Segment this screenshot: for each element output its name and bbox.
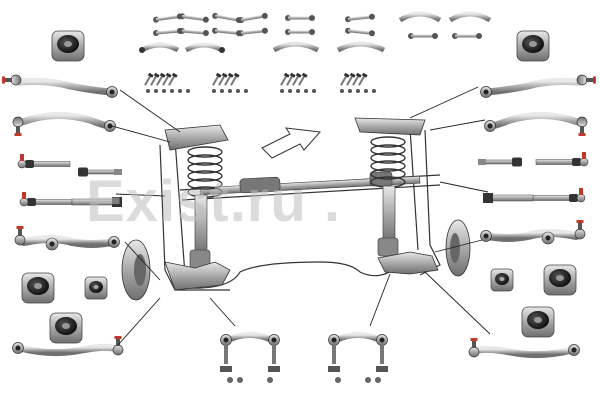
stabilizer-link-right xyxy=(328,332,388,383)
right-bushing-pair-1 xyxy=(490,264,577,296)
left-lower-arm-2 xyxy=(12,335,124,357)
bolt-set-3 xyxy=(278,72,316,93)
right-bushing-top xyxy=(516,30,550,62)
right-tie-rod-assembly xyxy=(483,187,586,203)
link-set-5 xyxy=(398,11,492,39)
right-upper-arm-1 xyxy=(480,74,597,98)
link-set-2 xyxy=(211,12,269,37)
link-set-4 xyxy=(336,13,386,53)
right-inner-tie-rod xyxy=(477,157,523,167)
left-bushing-pair-1 xyxy=(21,272,108,304)
right-lower-arm xyxy=(480,219,586,245)
left-wheel-hub xyxy=(121,239,231,301)
left-bushing-top xyxy=(51,30,85,62)
right-upper-arm-2 xyxy=(484,111,588,137)
left-strut xyxy=(164,124,229,271)
left-upper-arm-2 xyxy=(12,111,116,137)
right-strut xyxy=(354,117,426,257)
link-set-3 xyxy=(272,15,320,53)
left-tie-rod-end xyxy=(17,153,71,169)
bolt-set-4 xyxy=(338,72,376,93)
left-tie-rod-assembly xyxy=(19,191,122,207)
link-set-1 xyxy=(139,12,225,53)
right-bushing-pair-2 xyxy=(521,306,555,338)
left-bushing-pair-2 xyxy=(49,312,83,344)
right-lower-arm-2 xyxy=(468,337,580,359)
bolt-set-1 xyxy=(142,72,190,93)
up-right-arrow-icon xyxy=(261,127,322,159)
stabilizer-link-left xyxy=(220,332,280,383)
right-wheel-hub xyxy=(377,219,471,277)
bolt-set-2 xyxy=(210,72,248,93)
left-inner-tie-rod xyxy=(77,167,123,177)
left-upper-arm-1 xyxy=(1,74,118,98)
right-tie-rod-end xyxy=(535,151,589,167)
left-lower-arm xyxy=(14,225,120,251)
leader-lines xyxy=(111,86,491,346)
